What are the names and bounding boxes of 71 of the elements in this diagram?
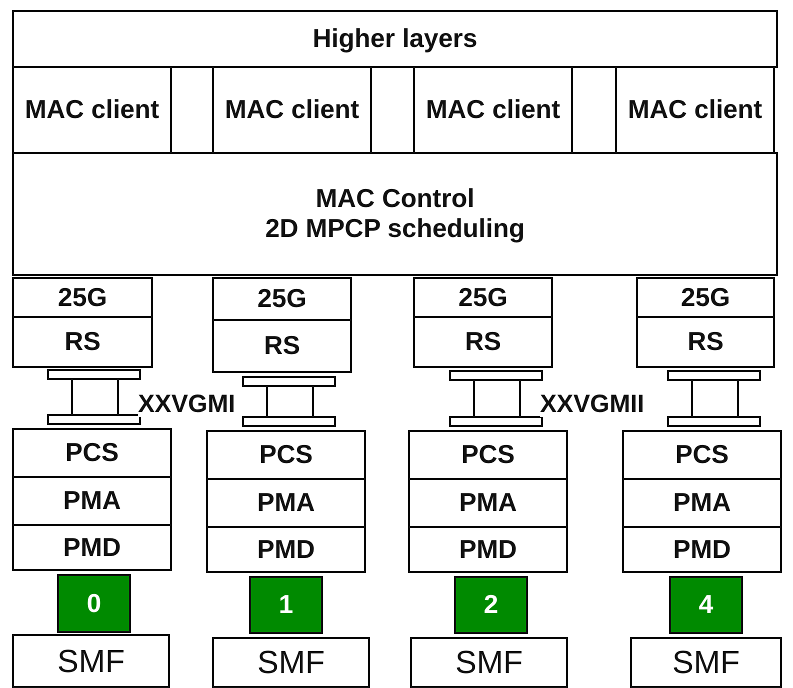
layer-label: RS [64,327,101,357]
layer-label: PCS [461,440,515,470]
layer-label: PCS [259,440,313,470]
port-box [249,576,323,634]
layer-label: SMF [257,644,325,681]
layer-box [12,10,778,68]
layer-box [12,316,153,368]
port-box [454,576,528,634]
layer-label: MAC client [628,95,762,125]
layer-box [636,277,775,318]
layer-label: 4 [698,590,714,620]
layer-label: 25G [58,282,108,312]
layer-box [12,277,153,318]
layer-box [413,277,553,318]
layer-label: 0 [86,588,102,618]
layer-box [206,430,366,480]
layer-label: MAC Control [316,184,474,214]
layer-label: PMA [673,488,731,518]
fiber-box [410,637,568,688]
fiber-box [212,637,370,688]
layer-box [206,526,366,573]
layer-label: SMF [57,642,125,680]
layer-box [212,319,352,373]
layer-label: PMA [257,488,315,518]
interface-label: XXVGMI [138,392,236,417]
layer-box [12,66,172,154]
layer-box [12,476,172,526]
layer-label: PMD [257,534,315,564]
layer-label: MAC client [224,95,360,125]
port-box [669,576,743,634]
layer-label: PMA [459,488,517,518]
layer-label: 2D MPCP scheduling [265,214,525,244]
port-box [57,574,131,633]
layer-label: MAC client [24,95,160,125]
layer-box [622,526,782,573]
fiber-box [12,634,170,688]
layer-label: Higher layers [312,24,478,54]
layer-label: 1 [278,590,294,620]
layer-label: RS [464,327,502,357]
layer-label: PMD [459,534,517,564]
layer-box [413,66,573,154]
layer-label: 25G [257,284,307,314]
layer-label: PCS [65,438,119,468]
layer-label: PMD [673,534,731,564]
layer-box [408,430,568,480]
layer-box [615,66,775,154]
layer-label: PMD [63,532,121,562]
layer-box [206,478,366,528]
layer-box [636,316,775,368]
layer-box [408,526,568,573]
layer-label: 25G [458,282,508,312]
layer-label: SMF [672,644,740,681]
layer-box [12,428,172,478]
layer-box [212,277,352,321]
layer-label: PCS [675,440,729,470]
layer-label: 25G [680,282,730,312]
layer-box [12,152,778,276]
layer-label: SMF [455,644,523,681]
layer-label: 2 [484,590,498,620]
layer-box [12,524,172,571]
layer-label: MAC client [426,95,560,125]
layer-box [212,66,372,154]
layer-box [413,316,553,368]
layer-label: RS [264,331,300,361]
layer-box [622,478,782,528]
layer-box [408,478,568,528]
layer-label: PMA [63,486,121,516]
layer-label: RS [687,327,724,357]
interface-label: XXVGMII [540,392,644,417]
layer-box [622,430,782,480]
fiber-box [630,637,782,688]
